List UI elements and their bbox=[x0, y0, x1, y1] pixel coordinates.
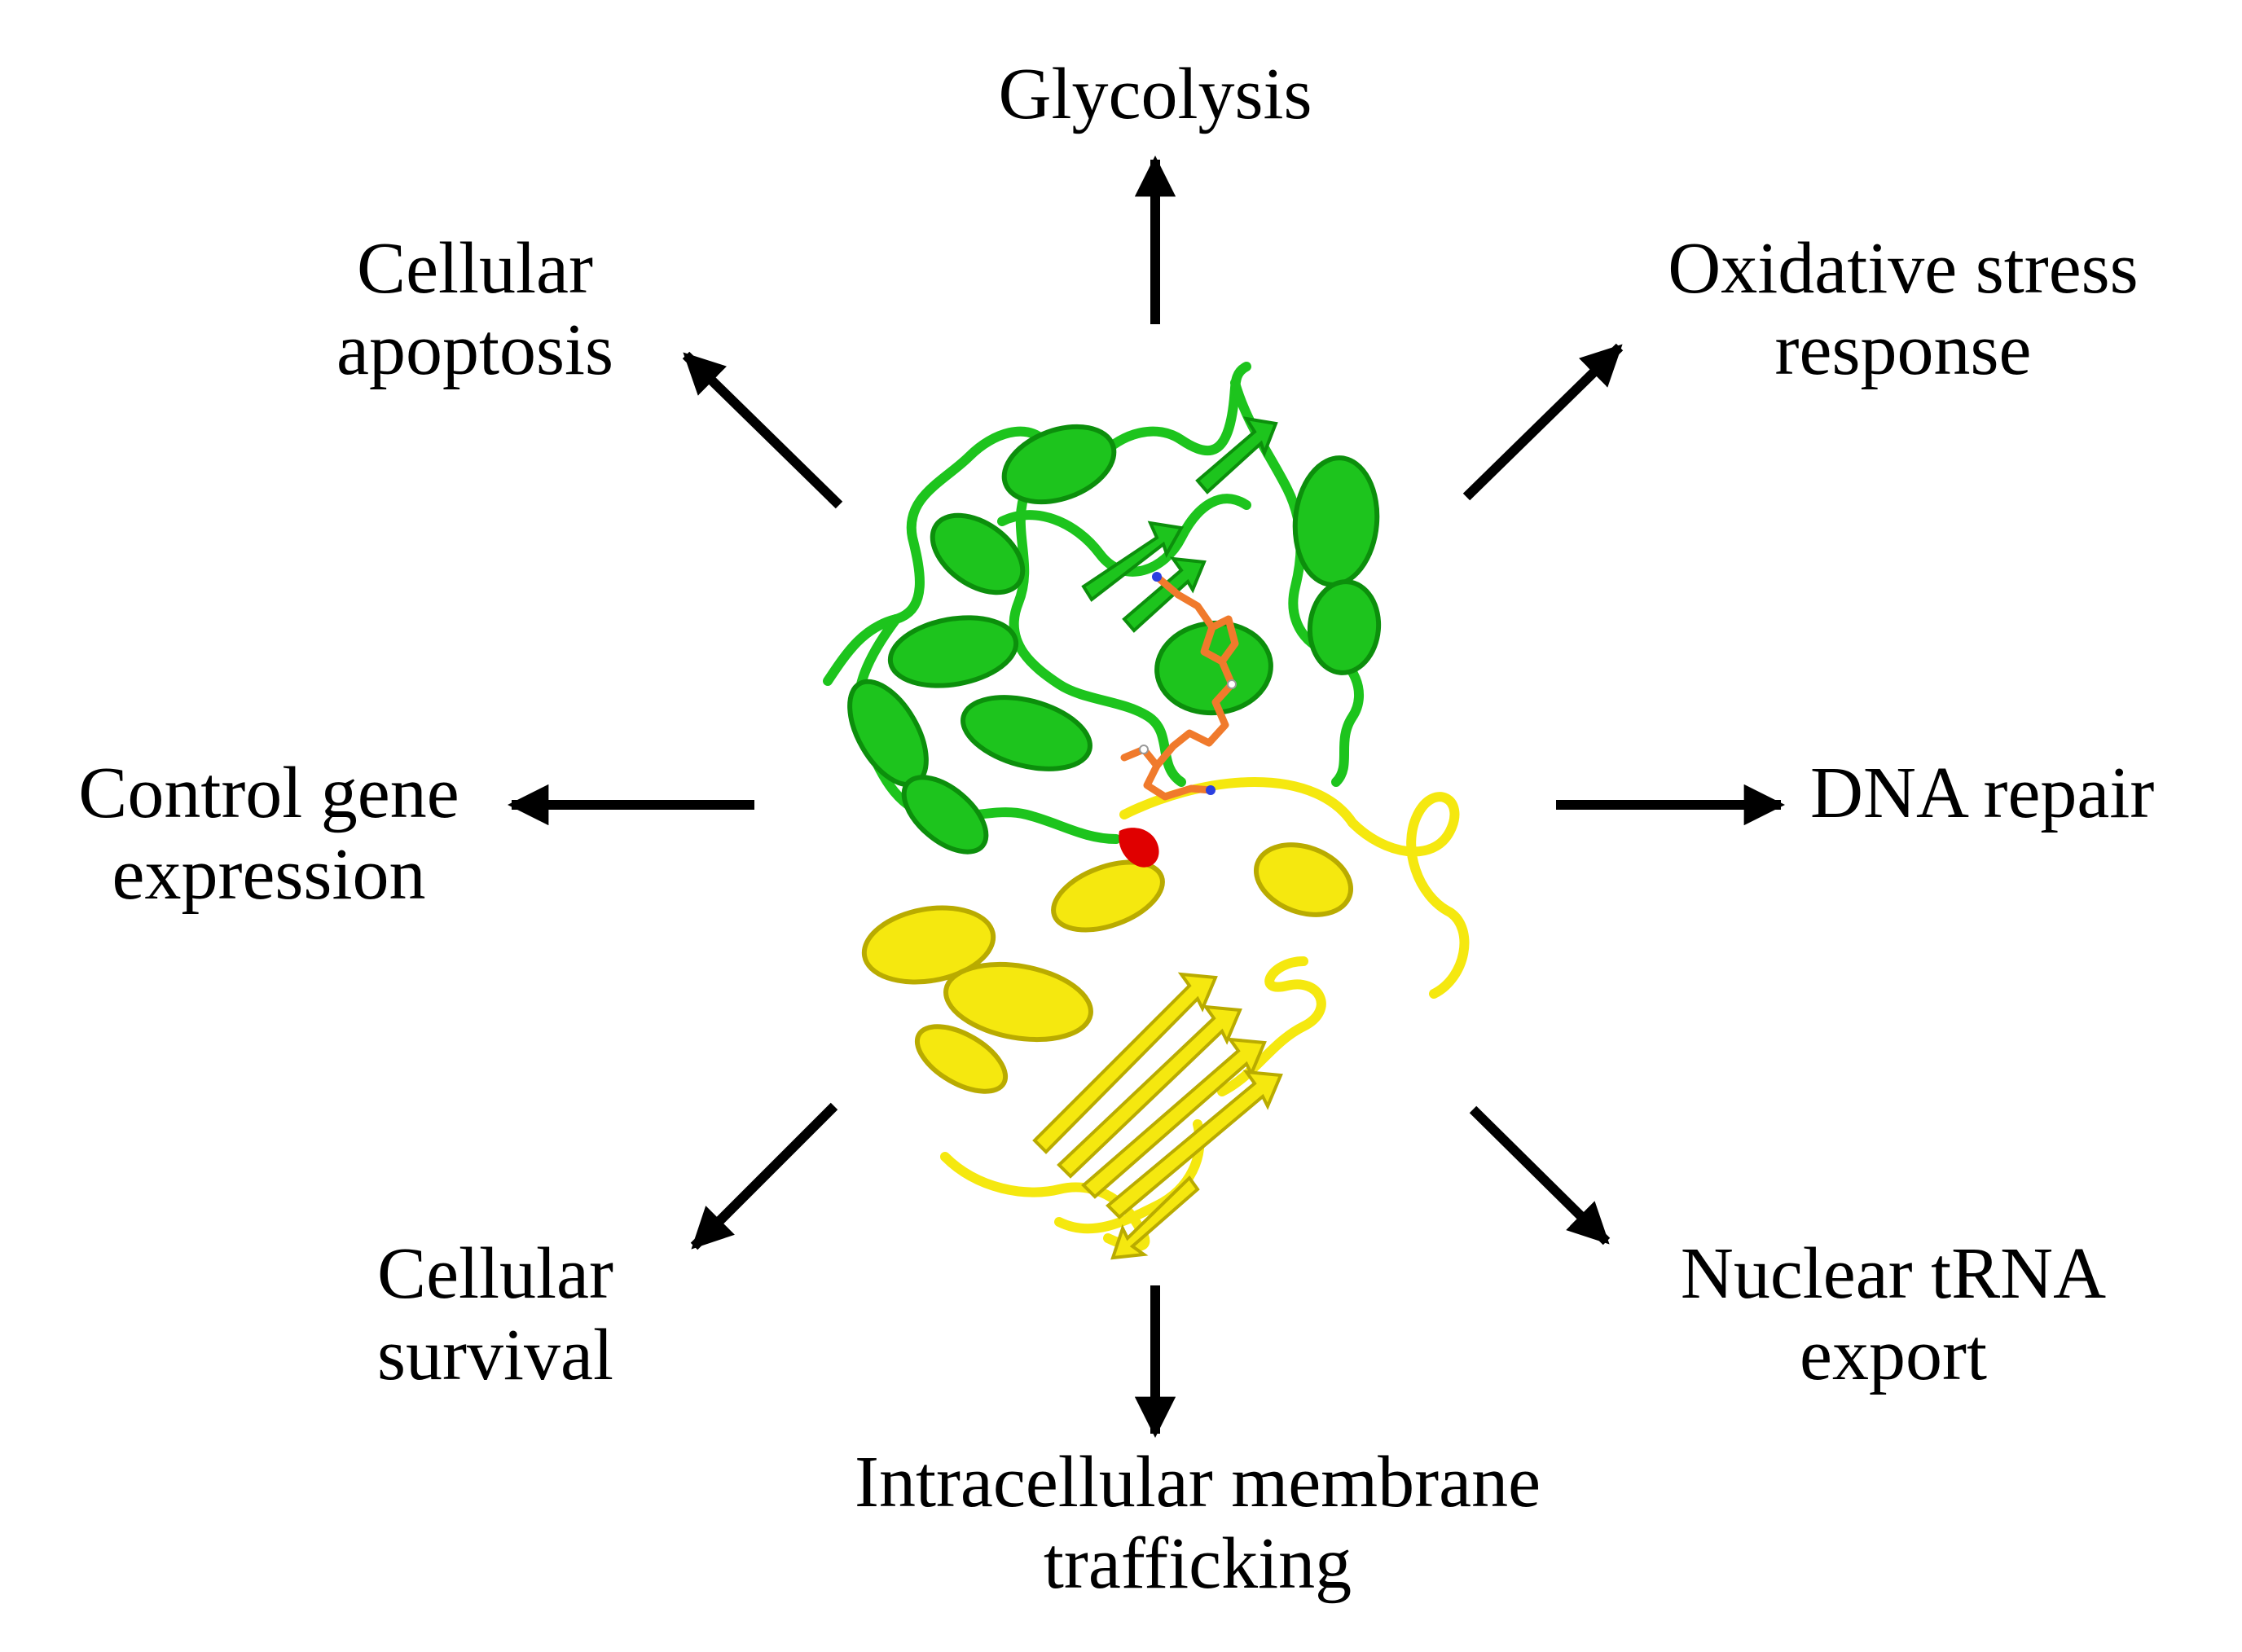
protein-structure bbox=[823, 362, 1470, 1260]
label-line: Intracellular membrane bbox=[854, 1442, 1541, 1522]
label-nuclear-trna-export: Nuclear tRNA export bbox=[1681, 1233, 2106, 1396]
arrow-up-right bbox=[1462, 343, 1624, 501]
label-line: trafficking bbox=[1043, 1523, 1352, 1604]
label-line: export bbox=[1800, 1315, 1987, 1395]
arrow-down-right bbox=[1469, 1105, 1611, 1246]
label-line: Control gene bbox=[78, 753, 459, 833]
label-oxidative-stress-response: Oxidative stress response bbox=[1668, 228, 2138, 391]
label-line: Oxidative stress bbox=[1668, 228, 2139, 309]
arrows bbox=[507, 155, 1786, 1439]
label-cellular-survival: Cellular survival bbox=[377, 1233, 613, 1396]
label-line: survival bbox=[377, 1315, 613, 1395]
label-line: response bbox=[1774, 310, 2032, 390]
label-line: Cellular bbox=[357, 228, 593, 309]
arrow-up-left bbox=[682, 351, 843, 509]
label-cellular-apoptosis: Cellular apoptosis bbox=[336, 228, 613, 391]
label-glycolysis: Glycolysis bbox=[998, 54, 1312, 135]
ligand bbox=[1120, 572, 1239, 801]
label-dna-repair: DNA repair bbox=[1810, 753, 2154, 834]
label-intracellular-membrane-trafficking: Intracellular membrane trafficking bbox=[855, 1442, 1541, 1605]
arrow-down-left bbox=[690, 1102, 838, 1250]
label-line: DNA repair bbox=[1810, 753, 2155, 833]
label-control-gene-expression: Control gene expression bbox=[78, 753, 459, 916]
label-line: Nuclear tRNA bbox=[1680, 1233, 2107, 1314]
label-line: apoptosis bbox=[336, 310, 614, 390]
active-site-marker bbox=[1119, 828, 1159, 868]
label-line: expression bbox=[112, 834, 426, 915]
label-line: Cellular bbox=[377, 1233, 613, 1314]
label-line: Glycolysis bbox=[998, 54, 1312, 134]
